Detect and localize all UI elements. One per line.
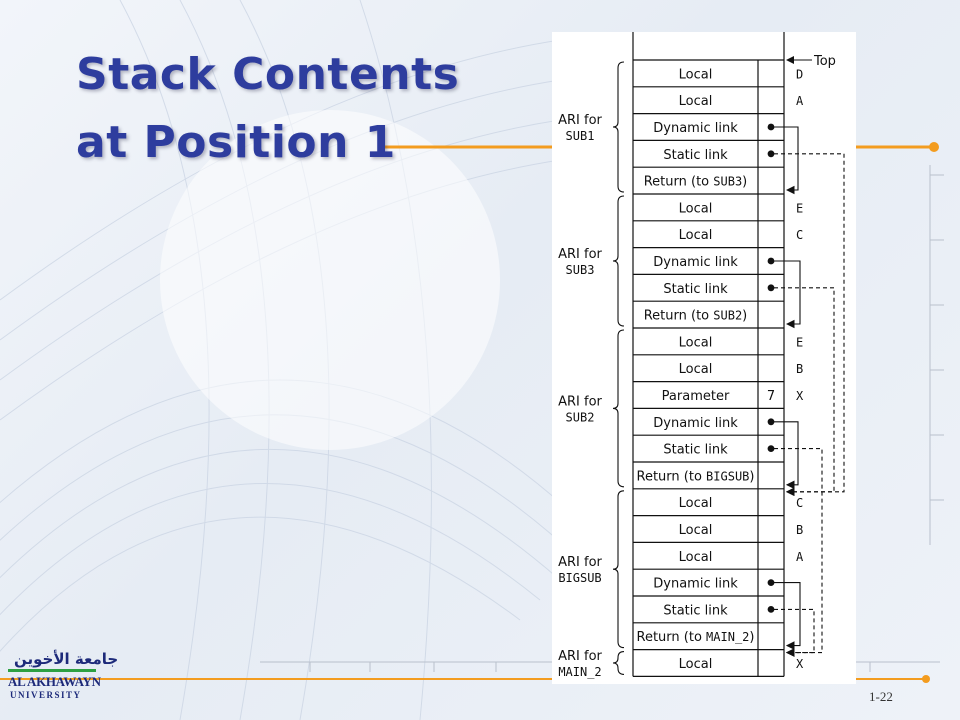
variable-name-label: A	[796, 94, 804, 108]
stack-cell-value: 7	[767, 389, 775, 404]
page-number: 1-22	[869, 689, 893, 704]
activation-record-label: ARI for	[558, 649, 602, 664]
stack-cell-label: Static link	[663, 282, 728, 297]
stack-cell-label: Local	[679, 67, 713, 82]
stack-cell-label: Dynamic link	[653, 255, 738, 270]
logo-arabic-text: جامعة الأخوين	[14, 650, 119, 668]
top-pointer-label: Top	[813, 54, 836, 69]
activation-record-name: SUB2	[566, 410, 595, 424]
activation-record-brace	[612, 490, 625, 649]
activation-record-label: ARI for	[558, 394, 602, 409]
variable-name-label: E	[796, 335, 803, 349]
static-link-arrow	[774, 287, 835, 497]
stack-cell-label: Local	[679, 550, 713, 565]
stack-cell-label: Dynamic link	[653, 121, 738, 136]
dynamic-link-arrow	[774, 126, 799, 195]
stack-cell-label: Local	[679, 496, 713, 511]
stack-cell-label: Local	[679, 201, 713, 216]
stack-cell-label: Static link	[663, 603, 728, 618]
stack-cell-label: Dynamic link	[653, 577, 738, 592]
link-pointer-dot	[767, 418, 775, 426]
variable-name-label: X	[796, 657, 804, 671]
link-pointer-dot	[767, 284, 775, 292]
logo-name-text: AL AKHAWAYN	[8, 674, 101, 689]
link-pointer-dot	[767, 606, 775, 613]
activation-record-label: ARI for	[558, 247, 602, 262]
activation-record-name: SUB3	[566, 263, 595, 277]
variable-name-label: C	[796, 496, 803, 510]
stack-cell-label: Local	[679, 94, 713, 109]
variable-name-label: X	[796, 389, 804, 403]
stack-cell-label: Parameter	[662, 389, 730, 404]
stack-cell-label: Return (to SUB2)	[644, 309, 748, 324]
stack-cell-label: Local	[679, 228, 713, 243]
slide-title-line-2: at Position 1	[76, 117, 396, 168]
stack-cell-label: Dynamic link	[653, 416, 738, 431]
dynamic-link-arrow	[774, 260, 801, 329]
stack-cell-label: Local	[679, 523, 713, 538]
link-pointer-dot	[767, 123, 775, 131]
logo-sub-text: UNIVERSITY	[10, 690, 82, 700]
variable-name-label: D	[796, 67, 803, 81]
variable-name-label: E	[796, 201, 803, 215]
activation-record-brace	[612, 61, 625, 193]
stack-cell-label: Static link	[663, 148, 728, 163]
stack-cell-label: Local	[679, 335, 713, 350]
activation-record-name: BIGSUB	[558, 571, 601, 585]
variable-name-label: C	[796, 228, 803, 242]
activation-record-name: SUB1	[566, 129, 595, 143]
variable-name-label: B	[796, 362, 803, 376]
stack-cell-label: Local	[679, 657, 713, 672]
stack-cell-label: Static link	[663, 443, 728, 458]
slide-title-line-1: Stack Contents	[76, 49, 460, 100]
dynamic-link-arrow	[774, 421, 799, 490]
variable-name-label: B	[796, 523, 803, 537]
link-pointer-dot	[767, 445, 775, 452]
logo-accent-bar	[8, 669, 96, 672]
activation-record-label: ARI for	[558, 113, 602, 128]
activation-record-brace	[612, 651, 625, 675]
dynamic-link-arrow	[774, 582, 801, 650]
activation-record-label: ARI for	[558, 555, 602, 570]
link-pointer-dot	[767, 257, 775, 265]
stack-cell-label: Local	[679, 362, 713, 377]
stack-cell-label: Return (to BIGSUB)	[637, 469, 755, 484]
link-pointer-dot	[767, 579, 775, 586]
link-pointer-dot	[767, 150, 775, 158]
activation-record-brace	[612, 195, 625, 327]
stack-cell-label: Return (to SUB3)	[644, 175, 748, 190]
variable-name-label: A	[796, 550, 804, 564]
stack-cell-label: Return (to MAIN_2)	[637, 630, 755, 645]
activation-record-brace	[612, 329, 625, 488]
activation-record-name: MAIN_2	[558, 665, 601, 679]
university-logo: جامعة الأخوين AL AKHAWAYN UNIVERSITY	[8, 650, 118, 710]
